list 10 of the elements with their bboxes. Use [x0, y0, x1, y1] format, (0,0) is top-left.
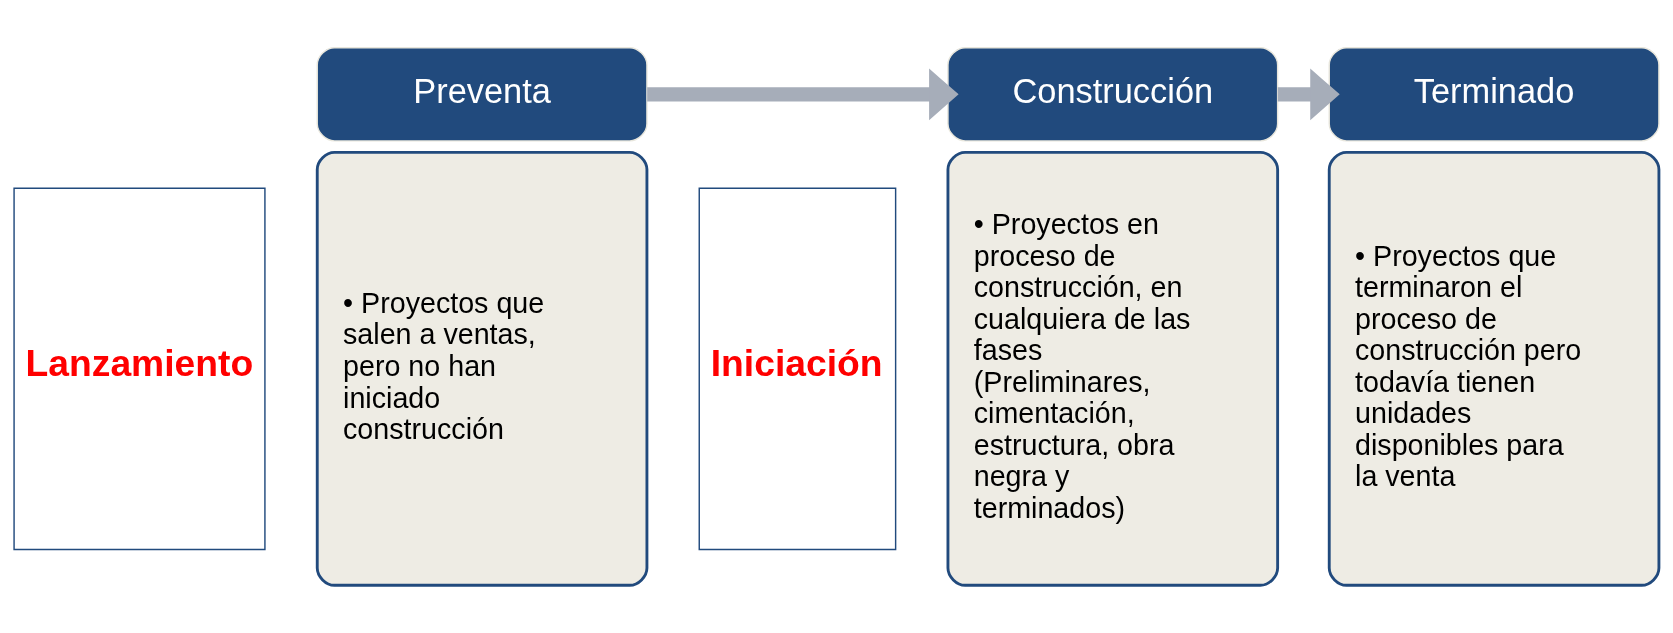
- node-box: Terminado: [1328, 47, 1660, 142]
- node-box: • Proyectos que terminaron el proceso de construcción pero todavía tienen unidades disponibles para la venta: [1327, 150, 1661, 587]
- node-box: Construcción: [947, 47, 1279, 142]
- node-box: Preventa: [316, 47, 648, 142]
- node-box: Lanzamiento: [13, 187, 266, 551]
- node-box: Iniciación: [698, 187, 897, 551]
- arrow: [647, 68, 959, 121]
- arrow: [1277, 68, 1340, 121]
- node-box: • Proyectos en proceso de construcción, en cualquiera de las fases (Preliminares, cimentación, estructura, obra negra y terminados): [946, 150, 1280, 587]
- node-box: • Proyectos que salen a ventas, pero no han iniciado construcción: [315, 150, 649, 587]
